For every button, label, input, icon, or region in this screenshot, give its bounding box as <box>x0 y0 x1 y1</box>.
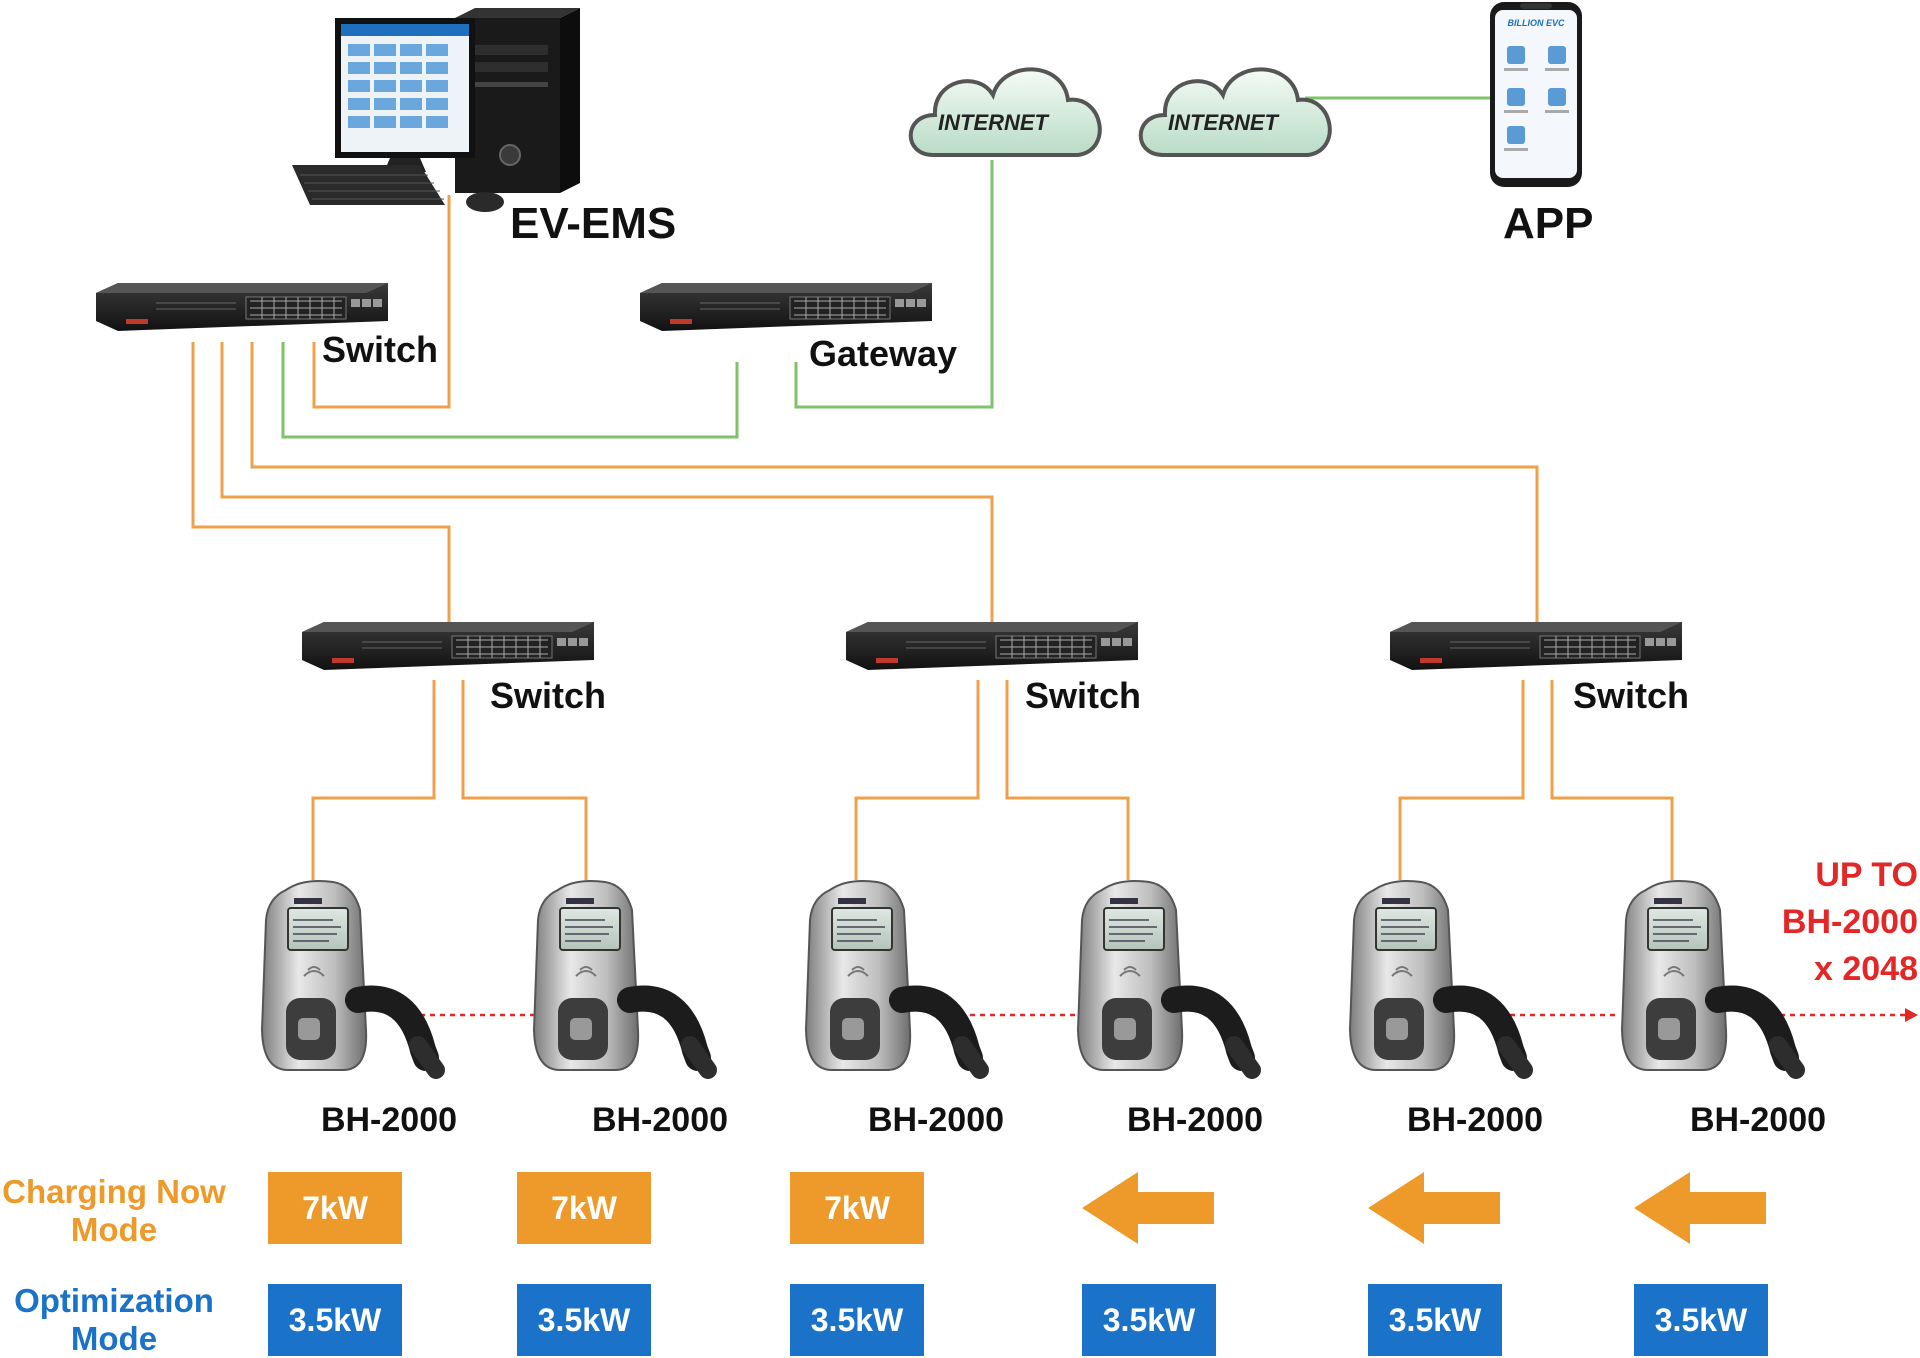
shift-arrow-2 <box>1368 1172 1500 1244</box>
switch-1 <box>301 621 595 671</box>
app-smartphone: BILLION EVC <box>1490 2 1582 187</box>
upto-label: UP TO BH-2000 x 2048 <box>1740 852 1918 993</box>
top-switch <box>95 282 389 332</box>
link-ems-switch <box>312 195 451 409</box>
app-brand-text: BILLION EVC <box>1507 18 1565 28</box>
link-gateway-internet <box>794 160 994 409</box>
charging-now-line-2: Mode <box>70 1211 158 1248</box>
internet-1-label: INTERNET <box>938 110 1050 135</box>
charger-1 <box>262 881 436 1070</box>
optimization-value-1: 3.5kW <box>268 1284 402 1356</box>
switch-3-charger-links <box>1398 680 1674 880</box>
charger-2 <box>534 881 708 1070</box>
charger-4 <box>1078 881 1252 1070</box>
optimization-value-2: 3.5kW <box>517 1284 651 1356</box>
charging-now-mode-label: Charging Now Mode <box>0 1173 228 1249</box>
shift-arrow-3 <box>1634 1172 1766 1244</box>
switch-3 <box>1389 621 1683 671</box>
upto-line-1: UP TO <box>1815 856 1918 894</box>
switch-1-charger-links <box>311 680 588 880</box>
gateway-device <box>639 282 933 332</box>
optimization-value-5: 3.5kW <box>1368 1284 1502 1356</box>
ev-ems-computer <box>292 8 580 212</box>
switch-1-label: Switch <box>490 675 606 716</box>
upto-line-3: x 2048 <box>1814 950 1918 988</box>
charging-now-value-3: 7kW <box>790 1172 924 1244</box>
upto-line-2: BH-2000 <box>1781 903 1918 941</box>
charging-now-line-1: Charging Now <box>2 1173 226 1210</box>
charger-3-label: BH-2000 <box>868 1101 1004 1139</box>
switch-2-label: Switch <box>1025 675 1141 716</box>
optimization-value-3: 3.5kW <box>790 1284 924 1356</box>
switch-3-label: Switch <box>1573 675 1689 716</box>
switch-2 <box>845 621 1139 671</box>
internet-2-label: INTERNET <box>1168 110 1280 135</box>
charger-6-label: BH-2000 <box>1690 1101 1826 1139</box>
ev-ems-label: EV-EMS <box>510 199 676 248</box>
switch-2-charger-links <box>854 680 1130 880</box>
top-switch-label: Switch <box>322 329 438 370</box>
app-label: APP <box>1503 199 1593 248</box>
link-switch-1 <box>191 342 451 630</box>
shift-arrow-1 <box>1082 1172 1214 1244</box>
link-switch-gateway <box>281 342 739 439</box>
charger-3 <box>806 881 980 1070</box>
link-switch-2 <box>220 342 994 630</box>
optimization-value-6: 3.5kW <box>1634 1284 1768 1356</box>
optimization-value-4: 3.5kW <box>1082 1284 1216 1356</box>
charging-now-value-2: 7kW <box>517 1172 651 1244</box>
optimization-mode-label: Optimization Mode <box>0 1282 228 1358</box>
daisy-chain-arrowhead <box>1905 1008 1918 1022</box>
charger-4-label: BH-2000 <box>1127 1101 1263 1139</box>
link-switch-3 <box>250 342 1539 630</box>
charger-5-label: BH-2000 <box>1407 1101 1543 1139</box>
charger-5 <box>1350 881 1524 1070</box>
optimization-line-1: Optimization <box>14 1282 214 1319</box>
charging-now-value-1: 7kW <box>268 1172 402 1244</box>
optimization-line-2: Mode <box>70 1320 158 1357</box>
charger-1-label: BH-2000 <box>321 1101 457 1139</box>
charger-2-label: BH-2000 <box>592 1101 728 1139</box>
gateway-label: Gateway <box>809 333 957 374</box>
